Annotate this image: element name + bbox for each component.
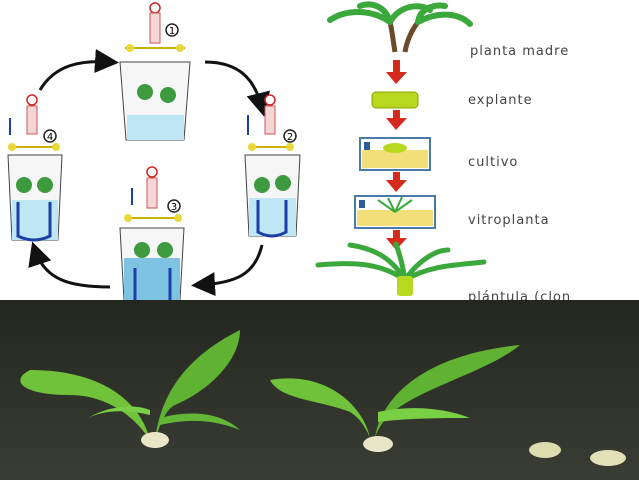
plantlet-clone-icon — [315, 241, 487, 296]
step-2-number: 2 — [287, 132, 293, 143]
cycle-arrow-top-left — [38, 49, 119, 91]
diagram-svg: 1 2 — [7, 1, 487, 301]
red-arrow-1 — [386, 60, 407, 84]
label-cultivo: cultivo — [468, 155, 519, 170]
vessel-step-2 — [244, 94, 301, 238]
label-vitroplanta: vitroplanta — [468, 213, 550, 228]
plantlets-photo — [0, 300, 639, 480]
photo-svg — [0, 300, 639, 480]
label-explante: explante — [468, 93, 533, 108]
vessel-step-4 — [7, 94, 63, 242]
red-arrow-2 — [386, 110, 407, 130]
vessel-step-3 — [119, 166, 185, 301]
vitroplant-vessel-icon — [354, 195, 436, 229]
cycle-arrow-bottom-right — [191, 244, 264, 297]
explant-piece-2 — [590, 450, 626, 466]
step-1-number: 1 — [169, 26, 175, 37]
label-planta-madre: planta madre — [470, 44, 570, 59]
red-arrow-3 — [386, 172, 407, 192]
step-3-number: 3 — [171, 202, 177, 213]
cycle-arrow-bottom-left — [28, 241, 111, 289]
plantlet-2 — [270, 345, 520, 452]
vessel-step-1 — [119, 2, 191, 141]
plantlet-1 — [20, 330, 240, 448]
explant-icon — [371, 91, 419, 109]
explant-piece-1 — [529, 442, 561, 458]
culture-vessel-icon — [359, 137, 431, 171]
step-4-number: 4 — [47, 132, 53, 143]
micropropagation-diagram: 1 2 — [7, 1, 570, 305]
cycle-arrow-top-right — [204, 60, 270, 117]
mother-plant-icon — [327, 1, 473, 53]
